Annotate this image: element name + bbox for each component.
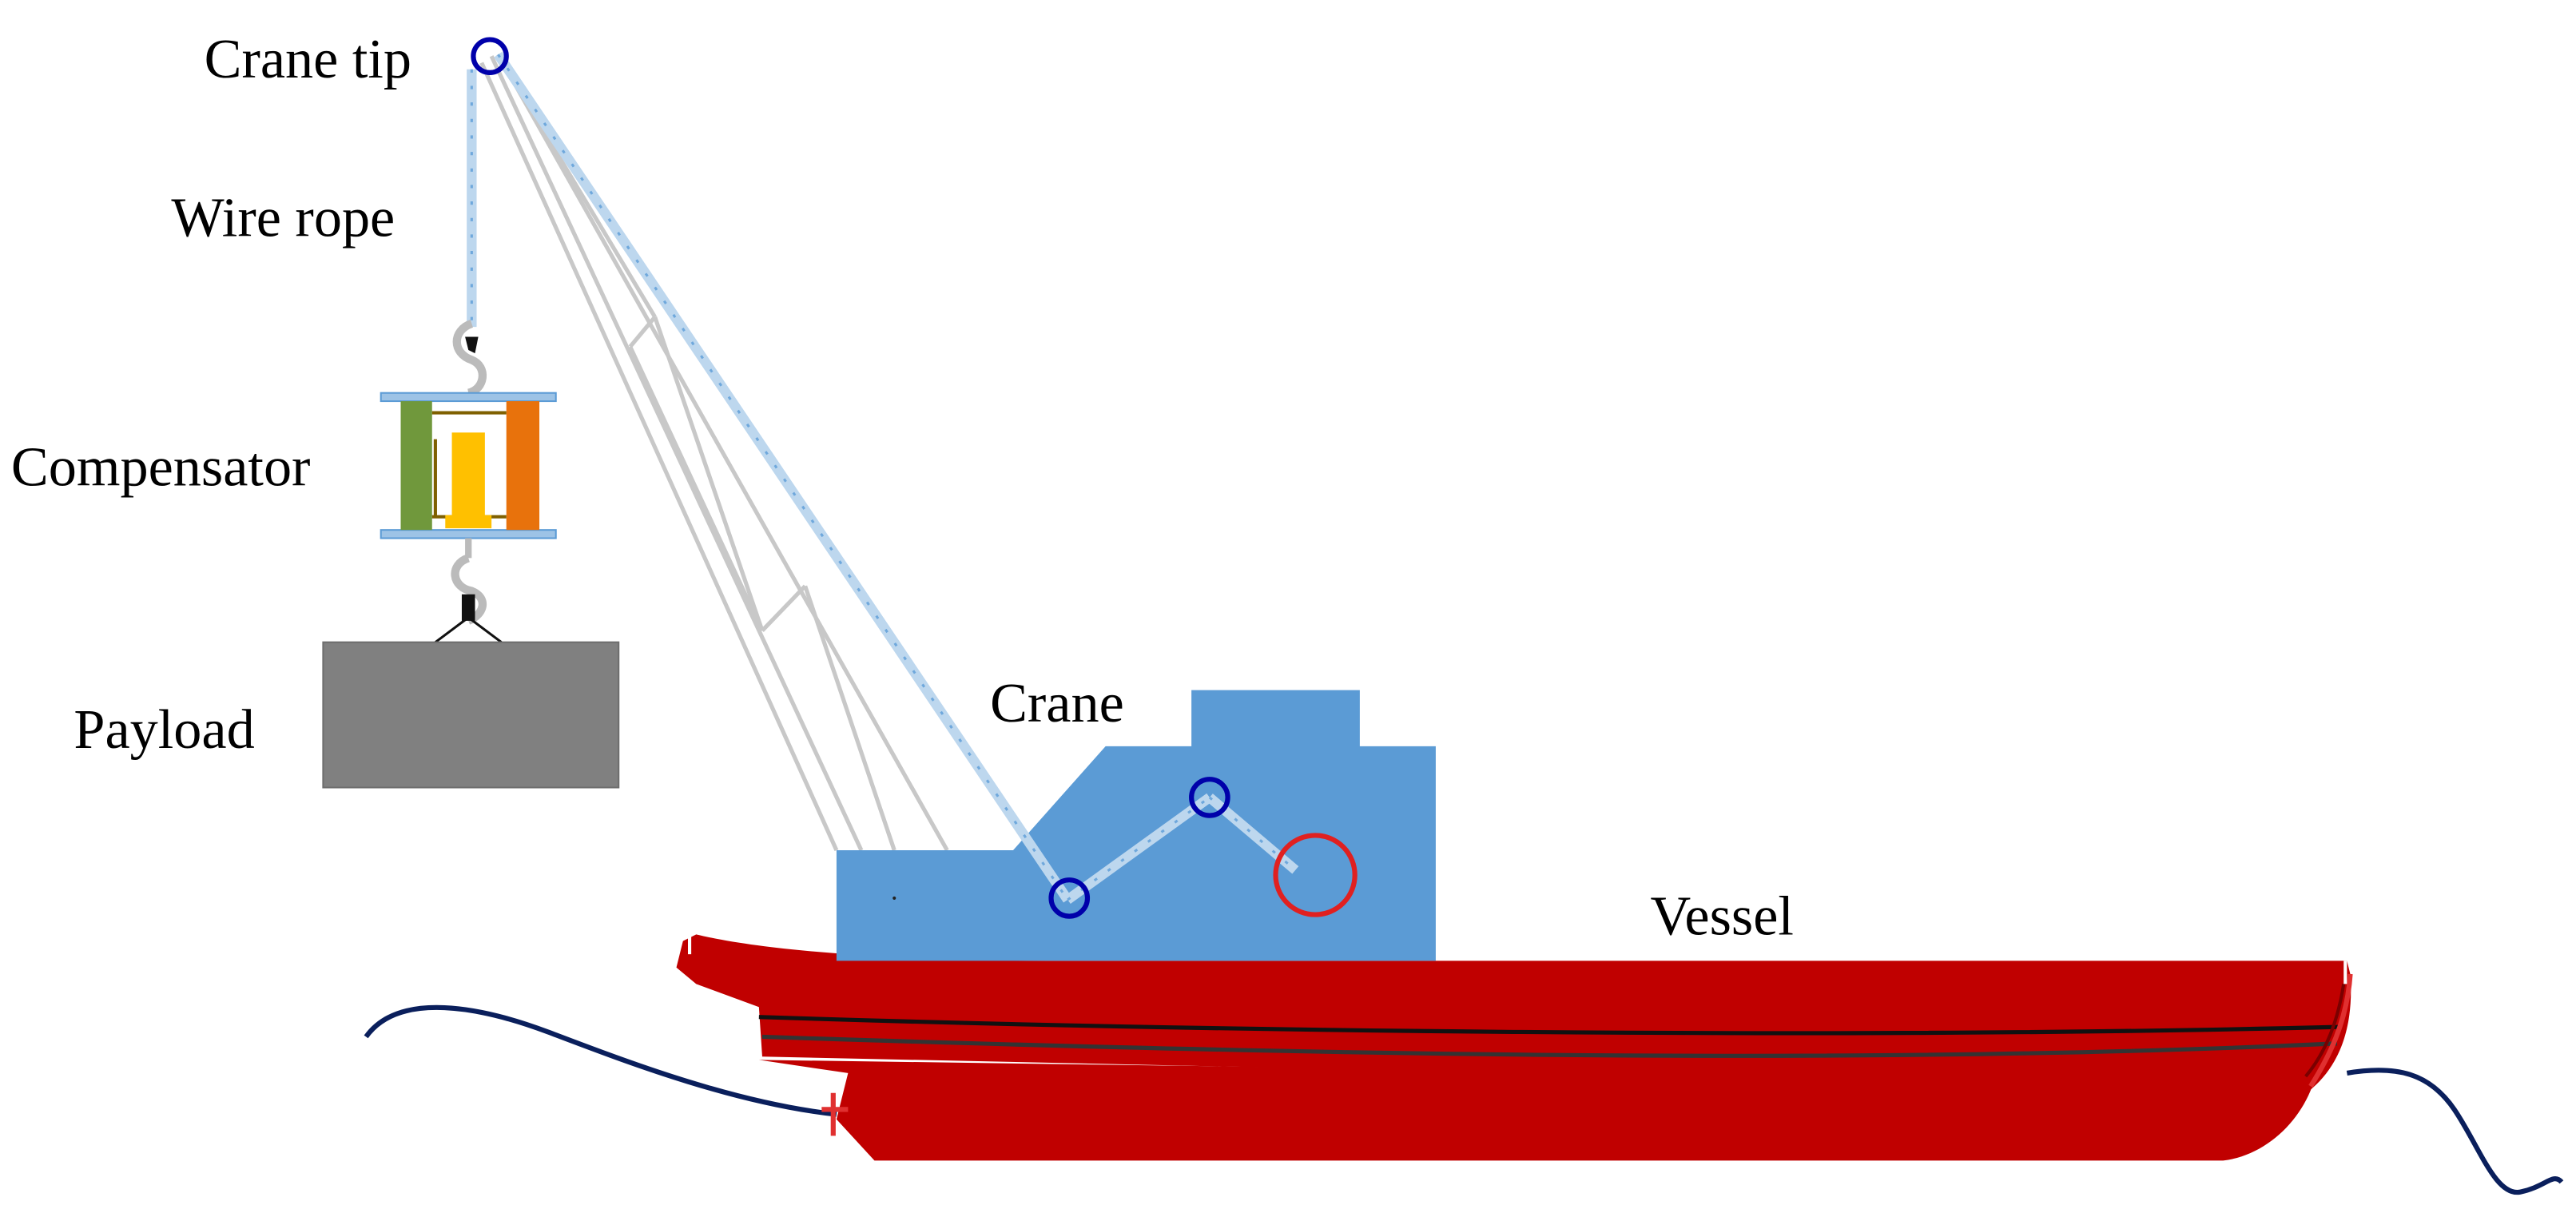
sea-wave-left (364, 1004, 837, 1117)
lower-hook-icon (451, 538, 487, 625)
label-crane-tip: Crane tip (205, 28, 411, 90)
hull-line-lower (761, 1034, 2338, 1058)
crane-tip-sheave (471, 37, 509, 76)
crane-boom (479, 53, 949, 852)
propeller-icon (821, 1092, 849, 1136)
label-wire-rope: Wire rope (171, 186, 395, 249)
sea-wave-right (2346, 1068, 2564, 1195)
label-compensator: Compensator (11, 436, 311, 498)
upper-sheave (1189, 777, 1230, 818)
hull-upper-body (676, 934, 2351, 1090)
payload-block (322, 641, 620, 789)
compensator (380, 392, 557, 539)
hull-line-upper (758, 1015, 2341, 1036)
hull-lower-body (758, 1060, 2315, 1161)
wire-rope (467, 51, 1299, 905)
crane-house (836, 690, 1436, 961)
label-payload: Payload (74, 698, 254, 761)
bow-stem-dark (2304, 984, 2346, 1078)
lower-sheave (1048, 877, 1091, 919)
label-vessel: Vessel (1650, 885, 1793, 947)
bow-stem (2308, 973, 2353, 1088)
label-crane: Crane (990, 672, 1124, 734)
vessel-hull (676, 934, 2353, 1161)
payload-slings (434, 616, 503, 643)
upper-hook-icon (452, 320, 487, 397)
winch-drum (1273, 833, 1358, 917)
